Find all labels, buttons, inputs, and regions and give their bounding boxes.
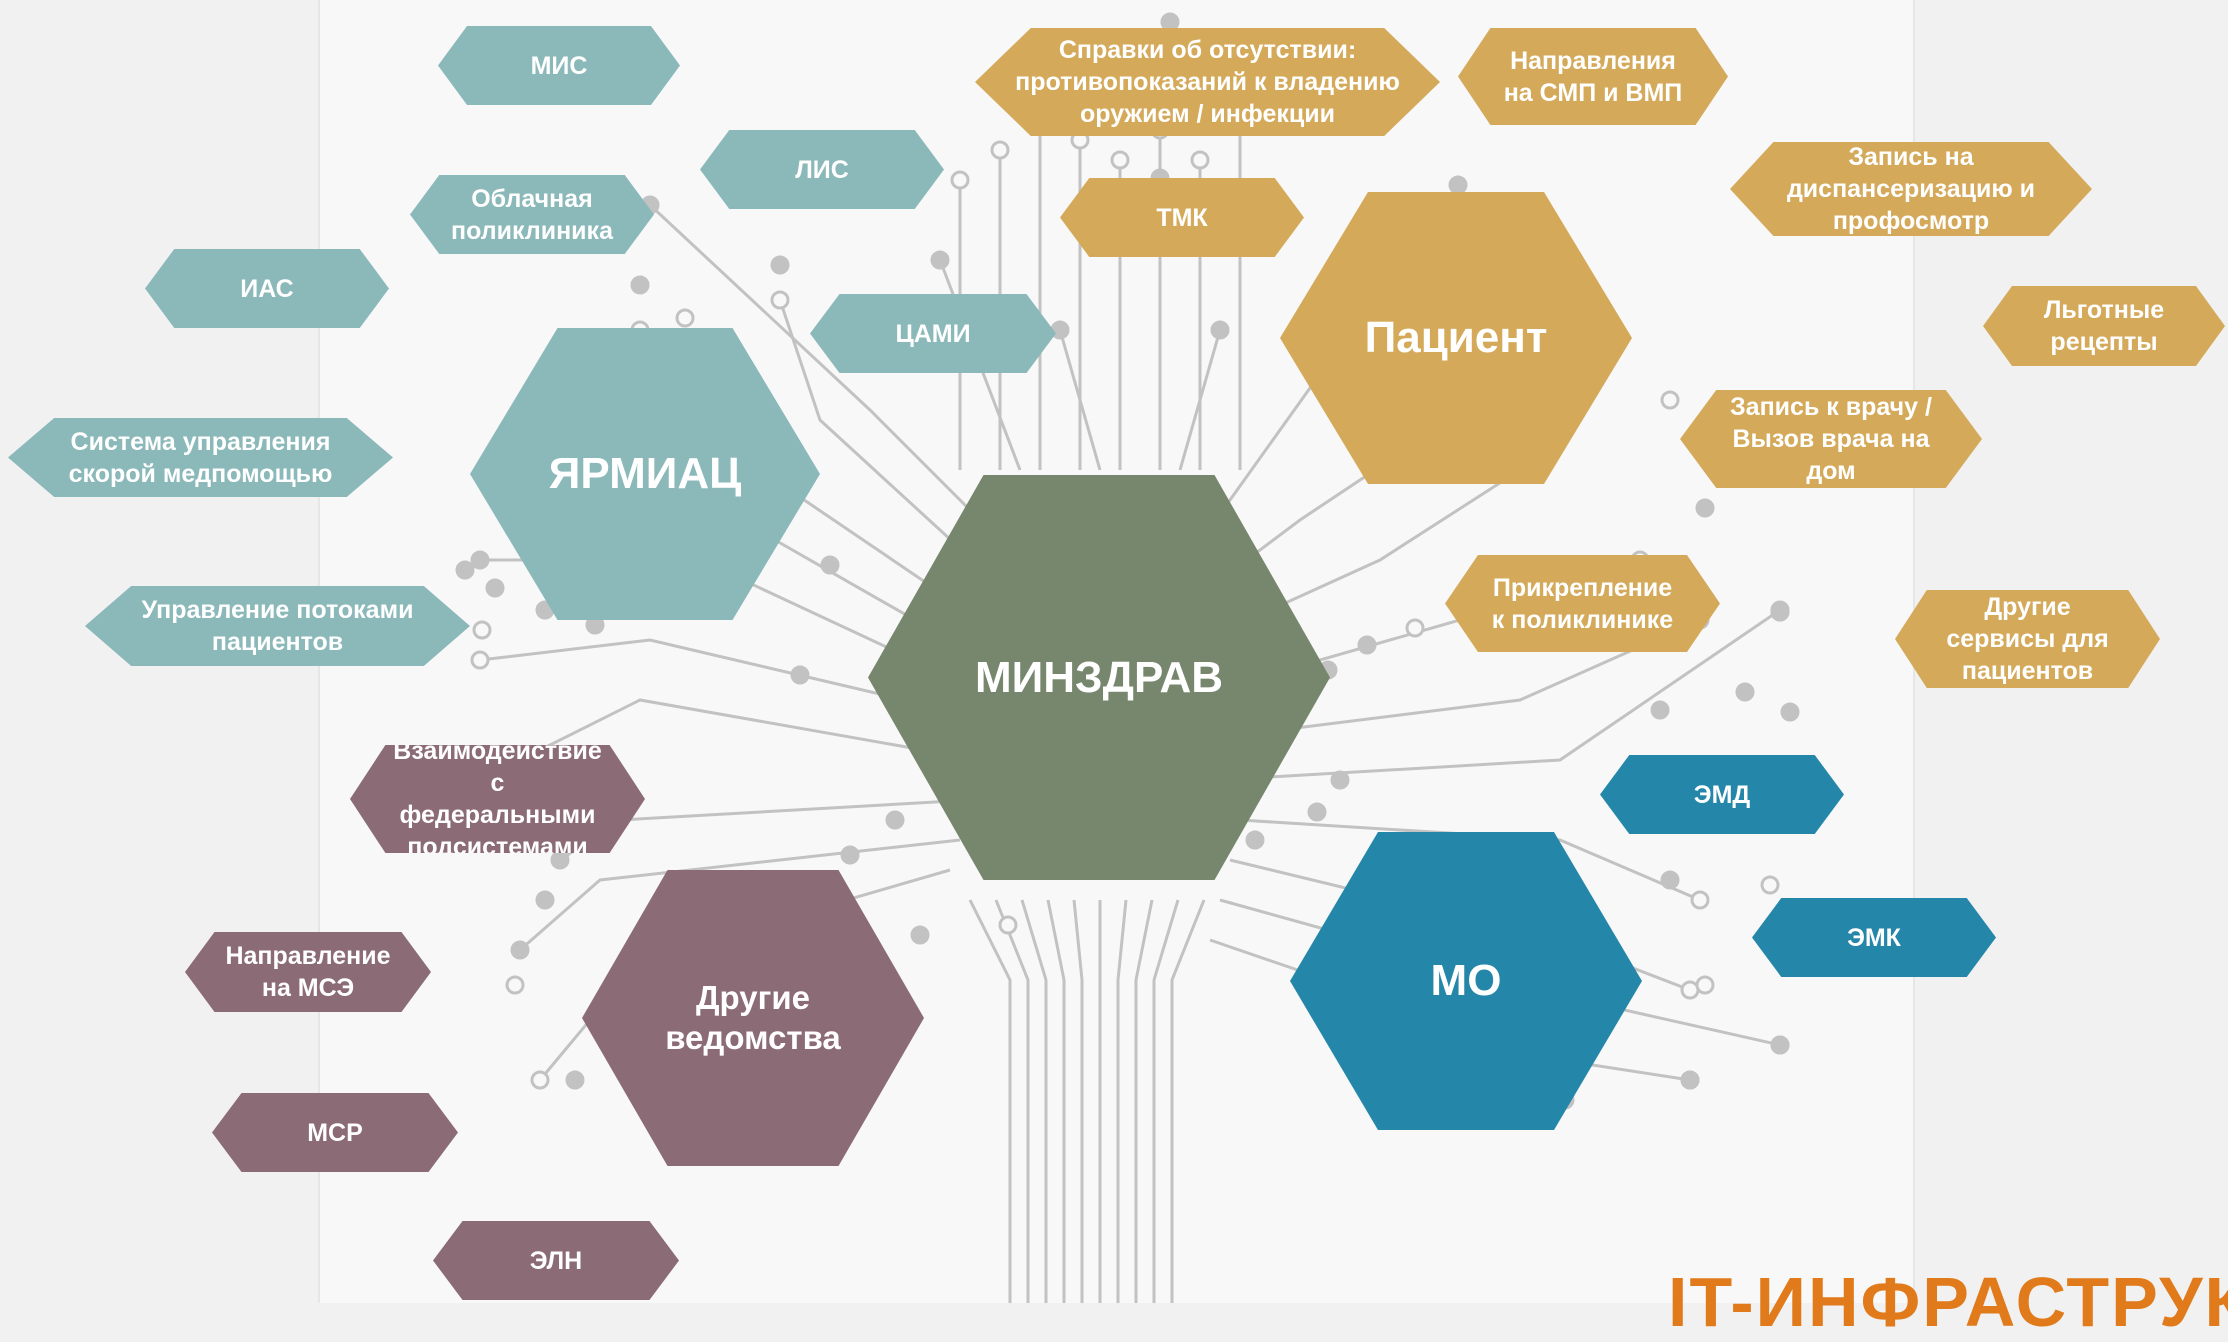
tag-emk[interactable]: ЭМК [1752, 898, 1996, 977]
circuit-node [990, 140, 1010, 160]
circuit-node [1110, 150, 1130, 170]
circuit-trace [1134, 899, 1154, 1303]
tag-smp-vmp[interactable]: Направления на СМП и ВМП [1458, 28, 1728, 125]
circuit-node [1307, 802, 1327, 822]
tag-cami[interactable]: ЦАМИ [810, 294, 1056, 373]
circuit-trace [1046, 899, 1066, 1303]
circuit-node [1770, 1035, 1790, 1055]
tag-certificates[interactable]: Справки об отсутствии: противопоказаний … [975, 28, 1440, 136]
circuit-node [550, 850, 570, 870]
tag-federal-subsystems[interactable]: Взаимодействие с федеральными подсистема… [350, 745, 645, 853]
circuit-node [565, 1070, 585, 1090]
tag-appointment[interactable]: Запись к врачу / Вызов врача на дом [1680, 390, 1982, 488]
circuit-trace [968, 899, 1012, 1303]
circuit-trace [1058, 329, 1102, 471]
tag-benefit-prescriptions[interactable]: Льготные рецепты [1983, 286, 2225, 366]
circuit-node [1660, 870, 1680, 890]
circuit-node [630, 275, 650, 295]
circuit-node [470, 650, 490, 670]
circuit-trace [1072, 899, 1084, 1303]
circuit-node [1405, 618, 1425, 638]
circuit-node [1695, 975, 1715, 995]
circuit-node [820, 555, 840, 575]
circuit-node [535, 890, 555, 910]
circuit-node [1650, 700, 1670, 720]
circuit-node [1190, 150, 1210, 170]
circuit-node [770, 290, 790, 310]
circuit-node [1770, 602, 1790, 622]
circuit-node [455, 560, 475, 580]
circuit-node [930, 250, 950, 270]
circuit-trace [1170, 899, 1206, 1303]
circuit-node [910, 925, 930, 945]
footer-title: IT-ИНФРАСТРУКТ [1668, 1263, 2228, 1341]
circuit-trace [1116, 899, 1128, 1303]
circuit-node [675, 308, 695, 328]
circuit-trace [519, 698, 981, 762]
circuit-node [1695, 498, 1715, 518]
tag-eln[interactable]: ЭЛН [433, 1221, 679, 1300]
circuit-node [1357, 635, 1377, 655]
circuit-node [1680, 1070, 1700, 1090]
circuit-node [485, 578, 505, 598]
tag-other-patient-services[interactable]: Другие сервисы для пациентов [1895, 590, 2160, 688]
tag-ambulance-system[interactable]: Система управления скорой медпомощью [8, 418, 393, 497]
circuit-node [470, 550, 490, 570]
circuit-trace [1239, 818, 1701, 902]
circuit-node [505, 975, 525, 995]
circuit-node [1780, 702, 1800, 722]
circuit-node [1760, 875, 1780, 895]
circuit-node [1735, 682, 1755, 702]
circuit-node [885, 810, 905, 830]
circuit-node [1245, 830, 1265, 850]
tag-dispensary[interactable]: Запись на диспансеризацию и профосмотр [1730, 142, 2092, 236]
circuit-node [950, 170, 970, 190]
circuit-node [770, 255, 790, 275]
tag-mis[interactable]: МИС [438, 26, 680, 105]
circuit-node [472, 620, 492, 640]
circuit-node [510, 940, 530, 960]
tag-lis[interactable]: ЛИС [700, 130, 944, 209]
circuit-node [1330, 770, 1350, 790]
tag-msr[interactable]: МСР [212, 1093, 458, 1172]
circuit-node [1210, 320, 1230, 340]
circuit-trace [1178, 329, 1222, 471]
tag-cloud-clinic[interactable]: Облачная поликлиника [410, 175, 654, 254]
tag-emd[interactable]: ЭМД [1600, 755, 1844, 834]
circuit-node [998, 915, 1018, 935]
circuit-node [840, 845, 860, 865]
circuit-node [1448, 175, 1468, 195]
circuit-trace [1020, 899, 1048, 1303]
circuit-node [1690, 890, 1710, 910]
tag-clinic-attachment[interactable]: Прикрепление к поликлинике [1445, 555, 1720, 652]
circuit-trace [1152, 899, 1180, 1303]
circuit-node [790, 665, 810, 685]
circuit-trace [479, 638, 991, 722]
circuit-trace [519, 838, 961, 952]
tag-tmk[interactable]: ТМК [1060, 178, 1304, 257]
hub-ministry[interactable]: МИНЗДРАВ [868, 475, 1330, 880]
circuit-node [1160, 12, 1180, 32]
tag-mse-referral[interactable]: Направление на МСЭ [185, 932, 431, 1012]
tag-ias[interactable]: ИАС [145, 249, 389, 328]
circuit-node [1660, 390, 1680, 410]
circuit-node [530, 1070, 550, 1090]
tag-patient-flow[interactable]: Управление потоками пациентов [85, 586, 470, 666]
